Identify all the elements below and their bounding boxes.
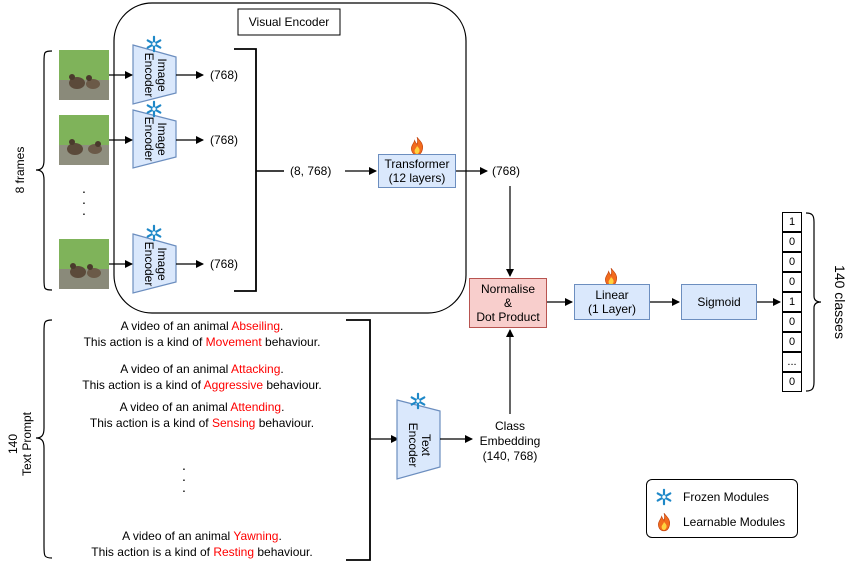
frames-label: 8 frames bbox=[13, 146, 27, 194]
output-vector-cell: 0 bbox=[782, 332, 802, 352]
output-vector-cell: 1 bbox=[782, 292, 802, 312]
legend-frozen: Frozen Modules bbox=[655, 488, 769, 506]
output-vector-cell: 0 bbox=[782, 272, 802, 292]
transformer-output-dim: (768) bbox=[492, 164, 521, 178]
image-encoder-shape-1 bbox=[132, 44, 177, 105]
prompt-3: A video of an animal Attending. This act… bbox=[89, 400, 315, 430]
normalise-dot-product-box: Normalise&Dot Product bbox=[469, 278, 547, 328]
classes-brace bbox=[805, 212, 822, 392]
prompt-1: A video of an animal Abseiling. This act… bbox=[83, 319, 321, 349]
stacked-dim-label: (8, 768) bbox=[290, 164, 332, 178]
transformer-layers: (12 layers) bbox=[388, 171, 446, 185]
frames-ellipsis: ··· bbox=[81, 183, 87, 221]
video-frame-8 bbox=[59, 239, 109, 289]
output-vector-cell: 0 bbox=[782, 252, 802, 272]
visual-encoder-container bbox=[113, 2, 467, 314]
image-encoder-shape-2 bbox=[132, 109, 177, 169]
visual-encoder-title-box bbox=[237, 8, 341, 36]
text-encoder-shape bbox=[396, 399, 441, 480]
image-encoder-shape-3 bbox=[132, 233, 177, 294]
transformer-label: Transformer bbox=[384, 157, 450, 171]
classes-label: 140 classes bbox=[832, 265, 848, 339]
stack-bracket bbox=[234, 48, 257, 292]
snowflake-icon bbox=[656, 488, 672, 506]
image-encoder-output-dim-2: (768) bbox=[210, 133, 239, 147]
legend: Frozen Modules Learnable Modules bbox=[646, 479, 798, 538]
output-vector-cell: ... bbox=[782, 352, 802, 372]
output-vector-cell: 0 bbox=[782, 312, 802, 332]
legend-learnable: Learnable Modules bbox=[655, 512, 785, 532]
flame-icon bbox=[657, 512, 671, 532]
text-prompt-brace bbox=[35, 319, 53, 559]
output-vector-cell: 0 bbox=[782, 372, 802, 392]
video-frame-1 bbox=[59, 50, 109, 100]
video-frame-2 bbox=[59, 115, 109, 165]
image-encoder-output-dim-1: (768) bbox=[210, 68, 239, 82]
flame-icon bbox=[410, 136, 424, 156]
prompt-bracket bbox=[346, 319, 371, 561]
visual-encoder-title: Visual Encoder bbox=[248, 15, 330, 29]
prompt-2: A video of an animal Attacking. This act… bbox=[82, 362, 322, 392]
sigmoid-box: Sigmoid bbox=[681, 284, 757, 320]
transformer-box: Transformer(12 layers) bbox=[378, 154, 456, 188]
image-encoder-output-dim-3: (768) bbox=[210, 257, 239, 271]
prompts-ellipsis: ··· bbox=[181, 460, 187, 498]
frames-brace bbox=[35, 50, 53, 291]
prompt-4: A video of an animal Yawning. This actio… bbox=[91, 529, 313, 559]
output-vector-cell: 0 bbox=[782, 232, 802, 252]
output-vector-cell: 1 bbox=[782, 212, 802, 232]
linear-box: Linear(1 Layer) bbox=[574, 284, 650, 320]
